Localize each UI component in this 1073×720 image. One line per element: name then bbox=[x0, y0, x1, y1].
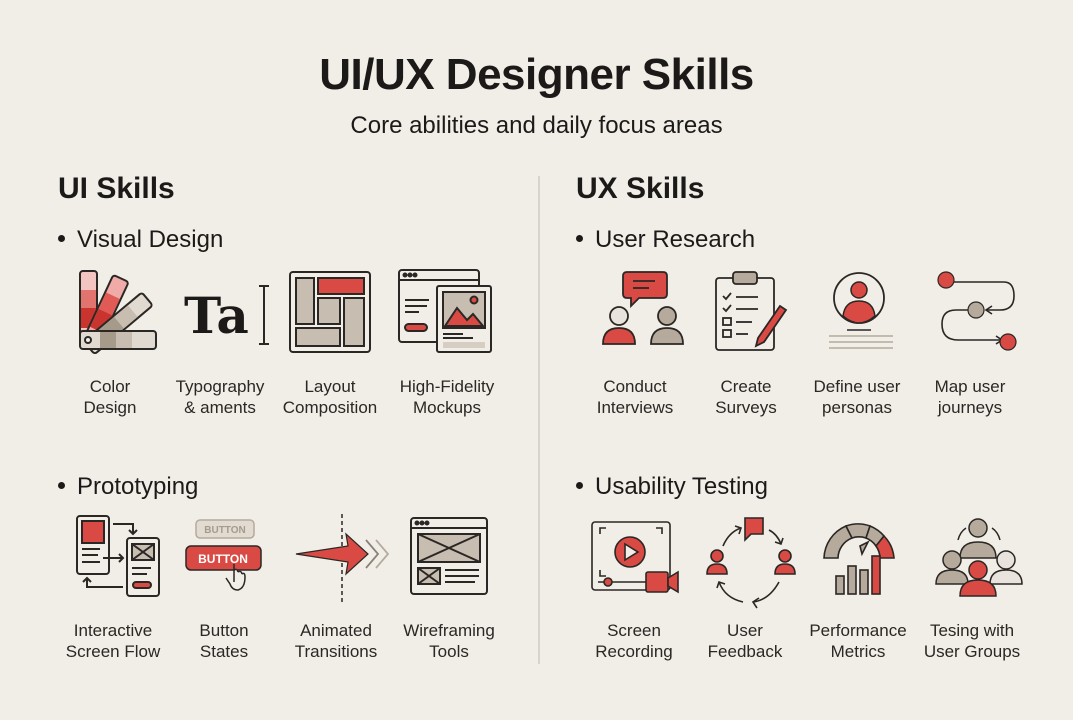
journey-map-icon bbox=[937, 271, 1017, 351]
interview-icon bbox=[602, 271, 684, 345]
svg-text:Ta: Ta bbox=[184, 286, 249, 345]
button-states-icon: BUTTON BUTTON bbox=[185, 519, 262, 591]
transition-arrow-icon bbox=[295, 514, 390, 602]
skill-typography: Ta Typography& aments bbox=[162, 268, 278, 418]
typography-icon: Ta bbox=[184, 285, 269, 345]
page-subtitle: Core abilities and daily focus areas bbox=[350, 112, 723, 139]
performance-gauge-icon bbox=[823, 523, 895, 595]
screen-flow-icon bbox=[76, 515, 160, 597]
mockup-window-icon bbox=[398, 269, 492, 353]
section-title: Prototyping bbox=[77, 473, 199, 500]
color-swatch-icon bbox=[79, 270, 157, 355]
wireframe-icon bbox=[410, 517, 488, 595]
section-title: Usability Testing bbox=[595, 473, 768, 500]
section-prototyping: Prototyping bbox=[58, 473, 198, 501]
skill-label: Typography& aments bbox=[175, 377, 265, 417]
svg-text:BUTTON: BUTTON bbox=[198, 552, 248, 566]
bullet bbox=[576, 235, 583, 243]
section-title: Visual Design bbox=[77, 226, 224, 253]
bullet bbox=[576, 482, 583, 490]
section-usability-testing: Usability Testing bbox=[576, 473, 768, 501]
ui-skills-heading: UI Skills bbox=[58, 172, 175, 205]
page-title: UI/UX Designer Skills bbox=[319, 50, 754, 99]
user-group-icon bbox=[935, 518, 1023, 597]
section-title: User Research bbox=[595, 226, 756, 253]
column-divider bbox=[538, 176, 540, 664]
section-visual-design: Visual Design bbox=[58, 226, 223, 254]
svg-text:BUTTON: BUTTON bbox=[204, 525, 245, 536]
survey-clipboard-icon bbox=[715, 271, 788, 351]
bullet bbox=[58, 235, 65, 243]
section-user-research: User Research bbox=[576, 226, 755, 254]
layout-grid-icon bbox=[289, 271, 371, 353]
feedback-loop-icon bbox=[706, 517, 796, 609]
screen-recording-icon bbox=[591, 521, 679, 594]
ux-skills-heading: UX Skills bbox=[576, 172, 705, 205]
bullet bbox=[58, 482, 65, 490]
persona-icon bbox=[829, 272, 893, 349]
